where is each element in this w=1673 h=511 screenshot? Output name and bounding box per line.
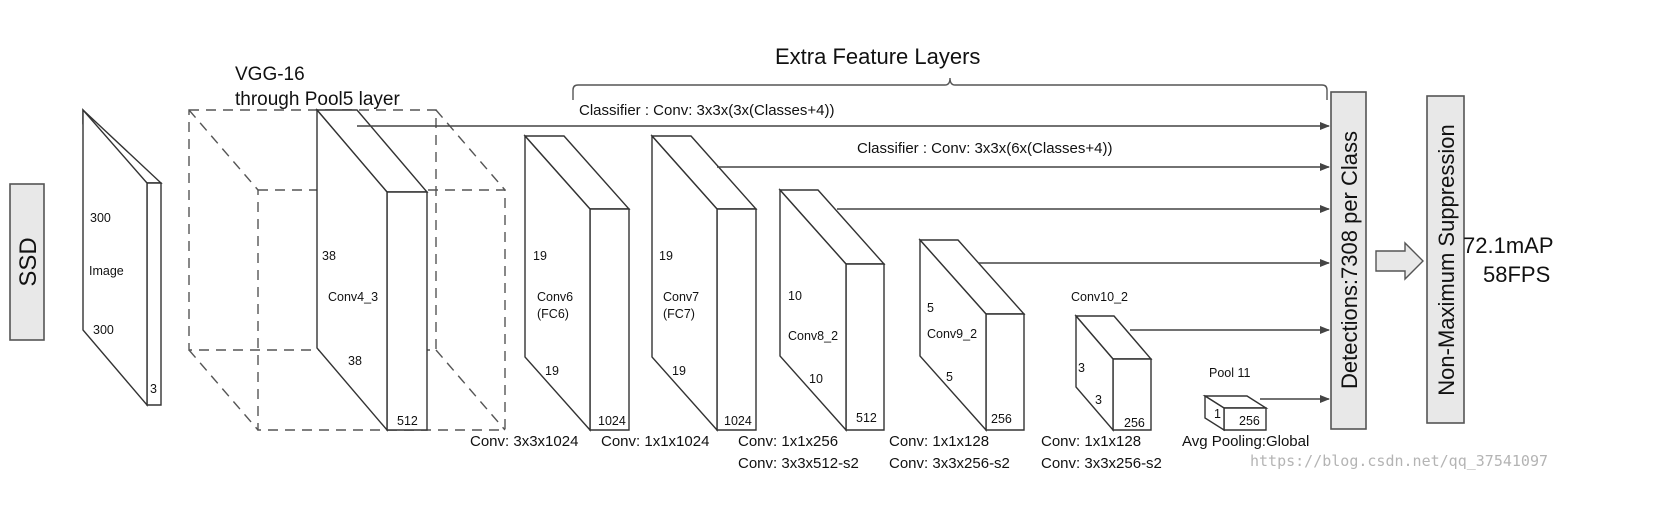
conv7-side-dim: 19 — [659, 249, 673, 263]
conv10-2-op-label-1: Conv: 1x1x128 — [1041, 433, 1141, 450]
conv4-3-bottom-dim: 38 — [348, 354, 362, 368]
conv8-2-op-label-1: Conv: 1x1x256 — [738, 433, 838, 450]
conv8-2-op-label-2: Conv: 3x3x512-s2 — [738, 455, 859, 472]
conv9-2-op-label-1: Conv: 1x1x128 — [889, 433, 989, 450]
conv4-3-block: 38 Conv4_3 38 512 — [315, 108, 429, 432]
nms-box: Non-Maximum Suppression — [1426, 95, 1465, 424]
conv8-2-name: Conv8_2 — [788, 329, 838, 343]
vgg-title-line2: through Pool5 layer — [235, 89, 400, 110]
conv6-name-line2: (FC6) — [537, 307, 569, 321]
conv10-2-side-dim: 3 — [1078, 361, 1085, 375]
conv9-2-name: Conv9_2 — [927, 327, 977, 341]
ssd-label: SSD — [15, 237, 42, 286]
conv6-op-label: Conv: 3x3x1024 — [470, 433, 578, 450]
conv9-2-side-dim: 5 — [927, 301, 934, 315]
conv10-2-op-label-2: Conv: 3x3x256-s2 — [1041, 455, 1162, 472]
conv4-3-name: Conv4_3 — [328, 290, 378, 304]
conv8-2-side-dim: 10 — [788, 289, 802, 303]
result-fps: 58FPS — [1483, 262, 1550, 287]
conv10-2-bottom-dim: 3 — [1095, 393, 1102, 407]
pool11-block: Pool 11 1 256 — [1202, 366, 1269, 432]
detections-box: Detections:7308 per Class — [1330, 91, 1367, 430]
ssd-box: SSD — [9, 183, 45, 341]
conv4-3-channels: 512 — [397, 414, 418, 428]
conv9-2-bottom-dim: 5 — [946, 370, 953, 384]
conv10-2-name: Conv10_2 — [1071, 290, 1128, 304]
conv6-name-line1: Conv6 — [537, 290, 573, 304]
conv10-2-block: Conv10_2 3 3 256 — [1071, 290, 1153, 432]
nms-flow-arrow — [1375, 241, 1424, 281]
result-map: 72.1mAP — [1463, 233, 1554, 258]
conv8-2-block: 10 Conv8_2 10 512 — [778, 188, 886, 432]
conv7-name-line2: (FC7) — [663, 307, 695, 321]
conv10-2-channels: 256 — [1124, 416, 1145, 430]
conv4-3-side-dim: 38 — [322, 249, 336, 263]
pool11-op-label: Avg Pooling:Global — [1182, 433, 1309, 450]
image-channels: 3 — [150, 382, 157, 396]
extra-feature-layers-brace — [572, 77, 1328, 100]
image-name: Image — [89, 264, 124, 278]
pool11-channels: 256 — [1239, 414, 1260, 428]
classifier-label-2: Classifier : Conv: 3x3x(6x(Classes+4)) — [857, 140, 1113, 157]
watermark: https://blog.csdn.net/qq_37541097 — [1250, 452, 1548, 470]
conv6-bottom-dim: 19 — [545, 364, 559, 378]
pool11-side-dim: 1 — [1214, 407, 1221, 421]
conv7-channels: 1024 — [724, 414, 752, 428]
image-block: 300 Image 300 3 — [82, 108, 163, 407]
conv9-2-op-label-2: Conv: 3x3x256-s2 — [889, 455, 1010, 472]
conv6-channels: 1024 — [598, 414, 626, 428]
vgg-title-line1: VGG-16 — [235, 64, 305, 85]
conv7-block: 19 Conv7 (FC7) 19 1024 — [650, 134, 758, 432]
image-top-dim: 300 — [90, 211, 111, 225]
conv7-op-label: Conv: 1x1x1024 — [601, 433, 709, 450]
nms-label: Non-Maximum Suppression — [1434, 124, 1459, 395]
image-bottom-dim: 300 — [93, 323, 114, 337]
conv8-2-channels: 512 — [856, 411, 877, 425]
detection-arrows — [357, 122, 1330, 403]
conv9-2-block: 5 Conv9_2 5 256 — [918, 238, 1026, 432]
detections-label: Detections:7308 per Class — [1337, 131, 1362, 389]
conv6-side-dim: 19 — [533, 249, 547, 263]
conv6-block: 19 Conv6 (FC6) 19 1024 — [523, 134, 631, 432]
conv8-2-bottom-dim: 10 — [809, 372, 823, 386]
extra-feature-layers-title: Extra Feature Layers — [775, 44, 980, 69]
conv7-name-line1: Conv7 — [663, 290, 699, 304]
pool11-name: Pool 11 — [1209, 366, 1251, 380]
conv7-bottom-dim: 19 — [672, 364, 686, 378]
conv9-2-channels: 256 — [991, 412, 1012, 426]
classifier-label-1: Classifier : Conv: 3x3x(3x(Classes+4)) — [579, 102, 835, 119]
